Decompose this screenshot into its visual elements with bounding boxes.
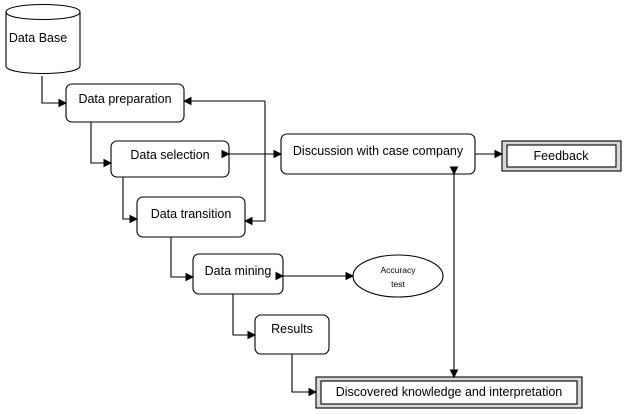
data-mining-label: Data mining bbox=[205, 264, 272, 278]
accuracy-label-line-1: Accuracy bbox=[381, 265, 417, 275]
data-mining-node: Data mining bbox=[192, 253, 284, 295]
results-node: Results bbox=[254, 314, 330, 355]
arrow-transition-to-mining bbox=[170, 237, 195, 282]
feedback-node: Feedback bbox=[501, 140, 622, 172]
results-label: Results bbox=[271, 322, 313, 336]
accuracy-test-node: Accuracy test bbox=[352, 254, 444, 298]
arrow-selection-to-transition bbox=[122, 177, 139, 224]
data-preparation-label: Data preparation bbox=[78, 92, 171, 106]
data-selection-label: Data selection bbox=[130, 148, 209, 162]
data-transition-node: Data transition bbox=[136, 196, 246, 238]
data-preparation-node: Data preparation bbox=[65, 83, 185, 123]
accuracy-label-line-2: test bbox=[391, 279, 405, 289]
data-selection-node: Data selection bbox=[110, 140, 230, 178]
feedback-label: Feedback bbox=[534, 149, 590, 163]
arrow-results-to-discovered bbox=[291, 354, 318, 397]
loop-line-transition-to-preparation bbox=[245, 101, 266, 222]
arrow-mining-to-results bbox=[232, 294, 257, 340]
database-node: Data Base bbox=[5, 3, 81, 75]
discussion-node: Discussion with case company bbox=[280, 133, 476, 175]
discovered-knowledge-node: Discovered knowledge and interpretation bbox=[315, 376, 583, 409]
arrow-preparation-to-selection bbox=[90, 122, 113, 168]
discussion-label: Discussion with case company bbox=[293, 144, 464, 158]
arrow-db-to-preparation bbox=[41, 76, 68, 108]
data-transition-label: Data transition bbox=[151, 207, 232, 221]
discovered-knowledge-label: Discovered knowledge and interpretation bbox=[336, 385, 563, 399]
database-label: Data Base bbox=[9, 31, 67, 45]
